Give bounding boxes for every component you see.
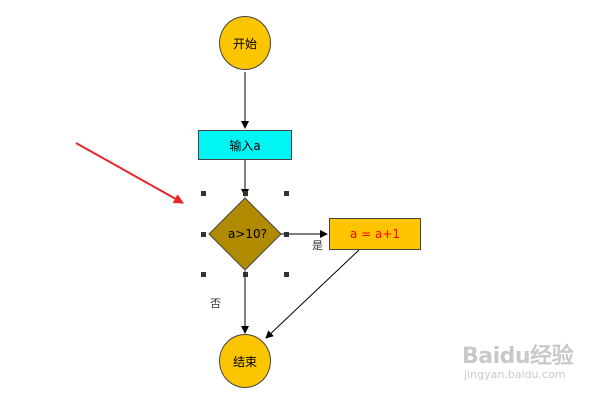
no-label: 否 bbox=[210, 297, 221, 310]
watermark: Baidu经验 jingyan.baidu.com bbox=[458, 338, 593, 388]
resize-handle-bottom-center[interactable] bbox=[243, 272, 248, 277]
annotation-red-arrow bbox=[75, 142, 184, 204]
end-node-label: 结束 bbox=[232, 354, 257, 369]
input-node-label: 输入a bbox=[229, 138, 261, 153]
watermark-url: jingyan.baidu.com bbox=[464, 368, 566, 381]
resize-handle-middle-right[interactable] bbox=[284, 232, 289, 237]
yes-label: 是 bbox=[312, 239, 323, 252]
watermark-brand: Baidu经验 bbox=[462, 344, 574, 369]
start-node[interactable]: 开始 bbox=[219, 16, 271, 70]
start-node-label: 开始 bbox=[232, 36, 257, 51]
resize-handle-bottom-right[interactable] bbox=[284, 272, 289, 277]
input-node[interactable]: 输入a bbox=[198, 130, 292, 160]
process-node[interactable]: a = a+1 bbox=[329, 218, 421, 250]
resize-handle-top-left[interactable] bbox=[201, 191, 206, 196]
resize-handle-middle-left[interactable] bbox=[201, 232, 206, 237]
resize-handle-top-right[interactable] bbox=[284, 191, 289, 196]
resize-handle-top-center[interactable] bbox=[243, 191, 248, 196]
decision-shape[interactable] bbox=[208, 197, 282, 271]
process-node-label: a = a+1 bbox=[349, 227, 401, 241]
resize-handle-bottom-left[interactable] bbox=[201, 272, 206, 277]
decision-node-label: a>10? bbox=[228, 227, 268, 241]
end-node[interactable]: 结束 bbox=[219, 334, 271, 388]
edge-process-to-end bbox=[265, 249, 360, 339]
